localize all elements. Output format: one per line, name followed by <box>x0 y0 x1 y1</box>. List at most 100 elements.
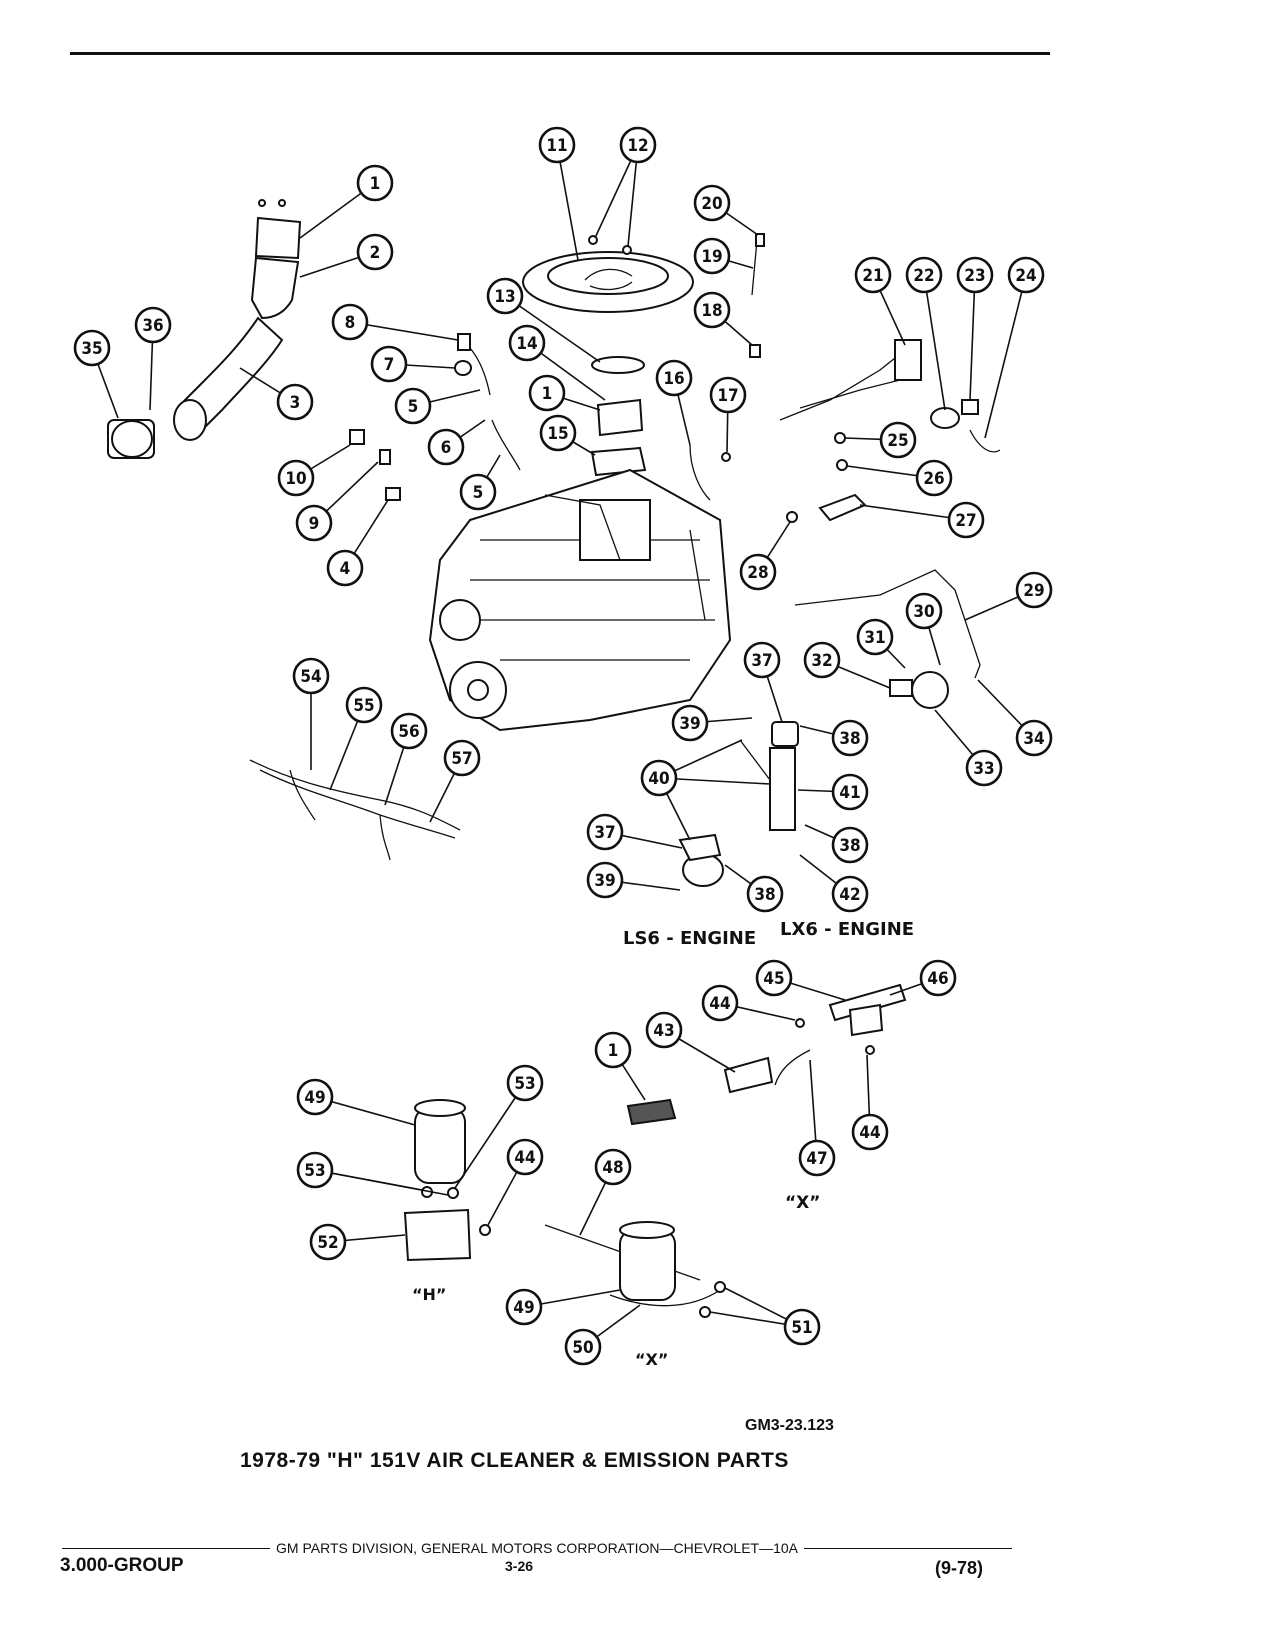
callout-number: 39 <box>679 714 700 734</box>
callout-number: 44 <box>859 1123 880 1143</box>
callout-37: 37 <box>586 813 624 851</box>
callout-number: 30 <box>913 602 934 622</box>
callout-number: 46 <box>927 969 948 989</box>
callout-circle <box>295 504 333 542</box>
callout-20: 20 <box>693 184 731 222</box>
callout-circle <box>292 657 330 695</box>
callout-number: 24 <box>1015 266 1036 286</box>
callout-number: 1 <box>608 1041 619 1061</box>
callout-number: 45 <box>763 969 784 989</box>
callout-1: 1 <box>594 1031 632 1069</box>
label-h-section: “H” <box>412 1285 446 1304</box>
callout-27: 27 <box>947 501 985 539</box>
callout-29: 29 <box>1015 571 1053 609</box>
callout-circle <box>331 303 369 341</box>
callout-circle <box>856 618 894 656</box>
callout-number: 38 <box>839 836 860 856</box>
figure-title: 1978-79 "H" 151V AIR CLEANER & EMISSION … <box>240 1449 789 1472</box>
footer-rule-left <box>62 1547 271 1549</box>
callout-circle <box>905 592 943 630</box>
callout-number: 38 <box>839 729 860 749</box>
callout-circle <box>671 704 709 742</box>
callout-38: 38 <box>746 875 784 913</box>
callout-circle <box>586 861 624 899</box>
callout-number: 41 <box>839 783 860 803</box>
callout-number: 16 <box>663 369 684 389</box>
figure-id: GM3-23.123 <box>745 1417 834 1434</box>
callout-4: 4 <box>326 549 364 587</box>
callout-47: 47 <box>798 1139 836 1177</box>
callout-circle <box>73 329 111 367</box>
callout-number: 44 <box>709 994 730 1014</box>
part-drawings <box>107 199 1001 1318</box>
callout-circle <box>594 1031 632 1069</box>
callout-number: 28 <box>747 563 768 583</box>
label-x-section-2: “X” <box>635 1350 668 1369</box>
callout-33: 33 <box>965 749 1003 787</box>
callout-number: 31 <box>864 628 885 648</box>
callout-circle <box>798 1139 836 1177</box>
callout-number: 39 <box>594 871 615 891</box>
callout-number: 40 <box>648 769 669 789</box>
callout-circle <box>296 1151 334 1189</box>
callout-circle <box>693 184 731 222</box>
callout-number: 5 <box>473 483 484 503</box>
callout-3: 3 <box>276 383 314 421</box>
callout-40: 40 <box>640 759 678 797</box>
callout-49: 49 <box>296 1078 334 1116</box>
callout-circle <box>854 256 892 294</box>
callout-circle <box>326 549 364 587</box>
callout-circle <box>965 749 1003 787</box>
callout-circle <box>693 291 731 329</box>
callout-number: 37 <box>594 823 615 843</box>
callout-number: 10 <box>285 469 306 489</box>
callout-49: 49 <box>505 1288 543 1326</box>
callout-circle <box>739 553 777 591</box>
callout-8: 8 <box>331 303 369 341</box>
callout-circle <box>915 459 953 497</box>
callout-number: 52 <box>317 1233 338 1253</box>
callout-5: 5 <box>459 473 497 511</box>
callout-circle <box>459 473 497 511</box>
callout-36: 36 <box>134 306 172 344</box>
callout-number: 17 <box>717 386 738 406</box>
callout-55: 55 <box>345 686 383 724</box>
callout-number: 29 <box>1023 581 1044 601</box>
callout-number: 18 <box>701 301 722 321</box>
callout-circle <box>486 277 524 315</box>
callout-number: 48 <box>602 1158 623 1178</box>
callout-43: 43 <box>645 1011 683 1049</box>
callout-circle <box>755 959 793 997</box>
callout-number: 5 <box>408 397 419 417</box>
callout-circle <box>879 421 917 459</box>
callout-number: 53 <box>514 1074 535 1094</box>
callout-number: 23 <box>964 266 985 286</box>
callout-number: 32 <box>811 651 832 671</box>
label-x-section-1: “X” <box>785 1193 820 1213</box>
callout-18: 18 <box>693 291 731 329</box>
footer-date: (9-78) <box>935 1558 984 1578</box>
callout-1: 1 <box>528 374 566 412</box>
callout-circle <box>506 1064 544 1102</box>
callout-44: 44 <box>851 1113 889 1151</box>
callout-circle <box>443 739 481 777</box>
callout-32: 32 <box>803 641 841 679</box>
callout-circle <box>345 686 383 724</box>
callout-5: 5 <box>394 387 432 425</box>
callout-46: 46 <box>919 959 957 997</box>
callout-number: 11 <box>546 136 567 156</box>
callout-54: 54 <box>292 657 330 695</box>
footer-publisher-line: GM PARTS DIVISION, GENERAL MOTORS CORPOR… <box>62 1540 1013 1556</box>
leader-lines <box>91 144 1035 1348</box>
callout-48: 48 <box>594 1148 632 1186</box>
callout-number: 47 <box>806 1149 827 1169</box>
callout-circle <box>743 641 781 679</box>
callout-circle <box>851 1113 889 1151</box>
callout-circle <box>427 428 465 466</box>
callout-circle <box>619 126 657 164</box>
callout-7: 7 <box>370 345 408 383</box>
callout-number: 38 <box>754 885 775 905</box>
callout-45: 45 <box>755 959 793 997</box>
callout-circle <box>296 1078 334 1116</box>
